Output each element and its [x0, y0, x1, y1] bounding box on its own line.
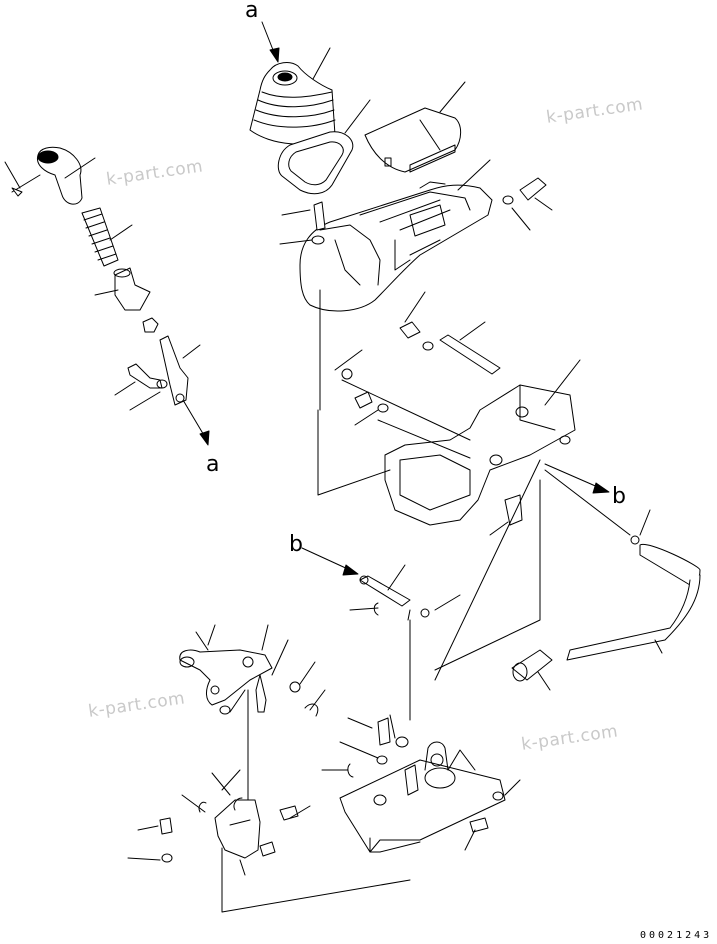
ref-b-right: b [612, 484, 626, 509]
ref-a-top: a [245, 0, 259, 23]
ref-b-left: b [289, 532, 303, 557]
console-housing-part [299, 159, 493, 411]
lower-bracket-part [127, 769, 411, 913]
drawing-code: 00021243 [640, 930, 713, 941]
bracket-part [317, 359, 581, 536]
link-rod-part [349, 459, 541, 721]
ref-arrow-a-bottom [182, 399, 210, 446]
ref-arrow-b-right [544, 463, 610, 494]
cover-plate-part [364, 81, 466, 173]
bolt-left-console-part [279, 201, 326, 245]
frame-ring-part [277, 99, 371, 195]
ref-a-bottom: a [206, 452, 220, 477]
ref-arrow-b-left [301, 547, 359, 576]
grip-sleeve-part [511, 649, 553, 691]
ref-arrow-a-top [261, 21, 280, 63]
sleeve-part [94, 267, 151, 311]
pin-part [399, 291, 501, 375]
bolt-top-right-part [502, 177, 553, 231]
boot-part [249, 47, 336, 145]
knob-part [4, 146, 96, 205]
lever-rod-part [114, 317, 201, 411]
lever-rod-right-part [544, 469, 701, 661]
base-plate-part [321, 714, 521, 853]
washer-bolt-bracket-part [334, 349, 471, 459]
linkage-arm-part [179, 624, 326, 801]
spring-part [81, 207, 133, 267]
